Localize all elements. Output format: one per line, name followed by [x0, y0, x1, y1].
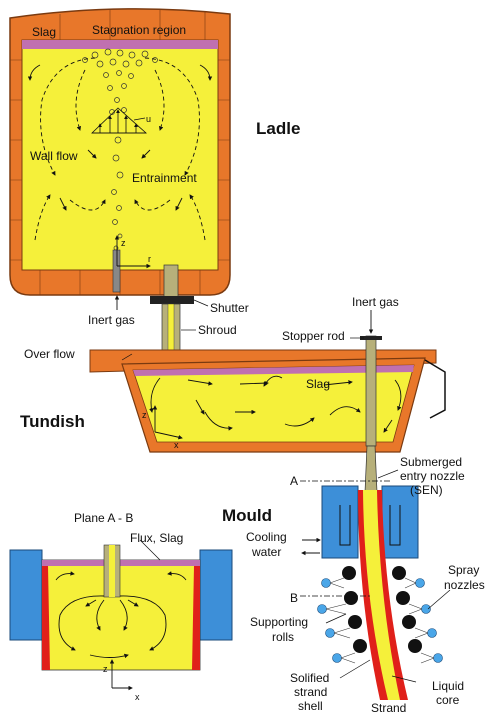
supporting-rolls [342, 566, 422, 653]
label-plane-ab: Plane A - B [74, 511, 133, 525]
ladle-slag-layer [22, 40, 218, 49]
tundish-vessel [89, 349, 446, 453]
ladle-nozzle [163, 264, 179, 298]
ladle-flow-lines [34, 57, 206, 241]
label-plane-b: B [290, 591, 298, 605]
label-inert-gas-top: Inert gas [352, 295, 399, 309]
label-stopper-rod: Stopper rod [282, 329, 345, 343]
label-axis-z-ladle: z [121, 238, 126, 248]
porous-plug [112, 249, 121, 293]
gas-bubble-plume [82, 48, 158, 251]
label-axis-x-tundish: x [174, 440, 179, 450]
mould-assembly [301, 485, 419, 559]
label-liquid-1: Liquid [432, 679, 464, 693]
velocity-profile [91, 107, 148, 134]
label-stagnation-region: Stagnation region [92, 23, 186, 37]
spray-jets [325, 577, 435, 664]
inset-flow-lines [55, 571, 187, 659]
label-wall-flow: Wall flow [30, 149, 78, 163]
spray-nozzles [317, 578, 443, 663]
label-shroud: Shroud [198, 323, 237, 337]
label-axis-x-inset: x [135, 692, 140, 702]
title-mould: Mould [222, 506, 272, 525]
label-cooling-1: Cooling [246, 530, 287, 544]
leader-lines [121, 299, 451, 683]
label-tundish-slag: Slag [306, 377, 330, 391]
title-tundish: Tundish [20, 412, 85, 431]
label-sen-2: entry nozzle [400, 469, 465, 483]
label-shutter: Shutter [210, 301, 249, 315]
axis-x-tundish [154, 431, 183, 440]
label-rolls-1: Supporting [250, 615, 308, 629]
label-solidified-2: strand [294, 685, 327, 699]
label-solidified-3: shell [298, 699, 323, 713]
label-flux-slag: Flux, Slag [130, 531, 183, 545]
label-sen-3: (SEN) [410, 483, 443, 497]
stopper-rod [365, 335, 377, 447]
ladle-solid-arrows [27, 64, 213, 211]
plane-ab-inset [9, 544, 233, 671]
shutter-plate [150, 296, 194, 304]
label-rolls-2: rolls [272, 630, 294, 644]
label-liquid-2: core [436, 693, 460, 707]
title-ladle: Ladle [256, 119, 300, 138]
label-plane-a: A [290, 474, 298, 488]
label-over-flow: Over flow [24, 347, 75, 361]
label-axis-z-inset: z [103, 664, 108, 674]
tundish-flow-lines [149, 375, 402, 433]
label-velocity-u: u [146, 114, 151, 124]
label-inert-gas-ladle: Inert gas [88, 313, 135, 327]
label-solidified-1: Solified [290, 671, 329, 685]
label-strand: Strand [371, 701, 406, 715]
label-slag: Slag [32, 25, 56, 39]
label-axis-z-tundish: z [142, 410, 147, 420]
label-spray-1: Spray [448, 563, 479, 577]
label-spray-2: nozzles [444, 578, 485, 592]
label-sen-1: Submerged [400, 455, 462, 469]
liquid-core [363, 490, 400, 700]
label-cooling-2: water [251, 545, 281, 559]
label-entrainment: Entrainment [132, 171, 197, 185]
label-axis-r-ladle: r [148, 254, 151, 264]
ladle-vessel [9, 8, 231, 296]
